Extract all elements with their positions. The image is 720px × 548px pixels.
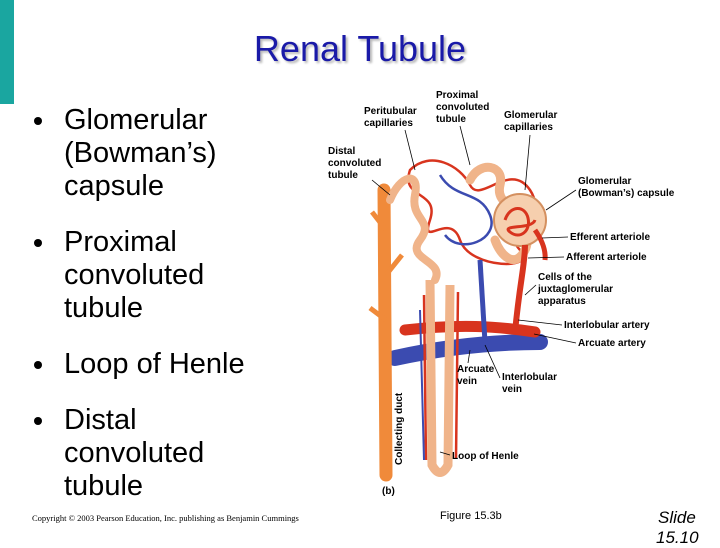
bullet-dot-icon [34, 417, 42, 425]
label-text: Peritubular [364, 106, 417, 117]
efferent-arteriole [532, 228, 548, 261]
label-text: (Bowman’s) capsule [578, 188, 675, 199]
slide-number: 15.10 [656, 528, 699, 547]
bullet-line: tubule [64, 470, 144, 502]
bullet-dot-icon [34, 361, 42, 369]
bullet-dot-icon [34, 117, 42, 125]
bullet-line: Distal [64, 404, 137, 436]
label-text: vein [502, 384, 522, 395]
label-interlobular-artery: Interlobular artery [564, 320, 650, 331]
label-glomerular-capillaries: Glomerular capillaries [504, 110, 557, 133]
slide-word: Slide [658, 508, 696, 527]
leader-lines [371, 125, 577, 456]
label-text: convoluted [436, 102, 489, 113]
figure-reference: Figure 15.3b [440, 510, 502, 522]
label-text: Glomerular [578, 176, 631, 187]
bullet-item: Distal convoluted tubule [30, 404, 330, 503]
label-text: tubule [328, 170, 358, 181]
label-text: Distal [328, 146, 355, 157]
label-distal: Distal convoluted tubule [328, 146, 381, 181]
label-arcuate-vein: Arcuate vein [457, 364, 495, 387]
bullet-line: capsule [64, 170, 164, 202]
label-text: capillaries [364, 118, 413, 129]
slide-title: Renal Tubule [253, 28, 467, 69]
copyright-notice: Copyright © 2003 Pearson Education, Inc.… [32, 513, 299, 523]
afferent-arteriole [512, 244, 528, 333]
label-text: tubule [436, 114, 466, 125]
bullet-line: convoluted [64, 437, 205, 469]
bullet-line: Glomerular [64, 104, 208, 136]
label-collecting-duct: Collecting duct [394, 392, 405, 465]
label-text: Glomerular [504, 110, 557, 121]
label-text: Proximal [436, 90, 478, 101]
label-loop-of-henle: Loop of Henle [452, 451, 519, 462]
label-text: vein [457, 376, 477, 387]
panel-label: (b) [382, 486, 395, 497]
label-afferent: Afferent arteriole [566, 252, 647, 263]
interlobular-vein [477, 259, 488, 343]
bullet-line: (Bowman’s) [64, 137, 217, 169]
label-text: capillaries [504, 122, 553, 133]
arcuate-artery [399, 320, 541, 338]
label-text: Interlobular [502, 372, 557, 383]
label-text: juxtaglomerular [537, 284, 613, 295]
label-text: Arcuate [457, 364, 495, 375]
label-peritubular: Peritubular capillaries [364, 106, 417, 129]
renal-tubule-diagram: Peritubular capillaries Proximal convolu… [328, 90, 675, 497]
label-efferent: Efferent arteriole [570, 232, 650, 243]
bullet-item: Glomerular (Bowman’s) capsule [30, 104, 330, 203]
bullet-list: Glomerular (Bowman’s) capsule Proximal c… [30, 104, 330, 526]
bullet-line: convoluted [64, 259, 205, 291]
distal-convoluted-tubule [386, 174, 441, 284]
glomerular-capsule [493, 193, 547, 247]
bullet-line: Loop of Henle [64, 348, 245, 380]
loop-of-henle [425, 279, 455, 477]
bullet-dot-icon [34, 239, 42, 247]
label-glomerular-capsule: Glomerular (Bowman’s) capsule [578, 176, 675, 199]
label-text: apparatus [538, 296, 586, 307]
label-interlobular-vein: Interlobular vein [502, 372, 557, 395]
label-cells-juxtaglomerular: Cells of the juxtaglomerular apparatus [537, 272, 613, 307]
bullet-item: Loop of Henle [30, 348, 330, 381]
label-proximal: Proximal convoluted tubule [436, 90, 489, 125]
arcuate-vein [387, 334, 548, 366]
label-text: Cells of the [538, 272, 592, 283]
label-arcuate-artery: Arcuate artery [578, 338, 646, 349]
bullet-line: tubule [64, 292, 144, 324]
label-text: convoluted [328, 158, 381, 169]
bullet-line: Proximal [64, 226, 177, 258]
glomerular-capillaries [503, 207, 537, 237]
bullet-item: Proximal convoluted tubule [30, 226, 330, 325]
accent-bar [0, 0, 14, 104]
collecting-duct [377, 183, 393, 482]
